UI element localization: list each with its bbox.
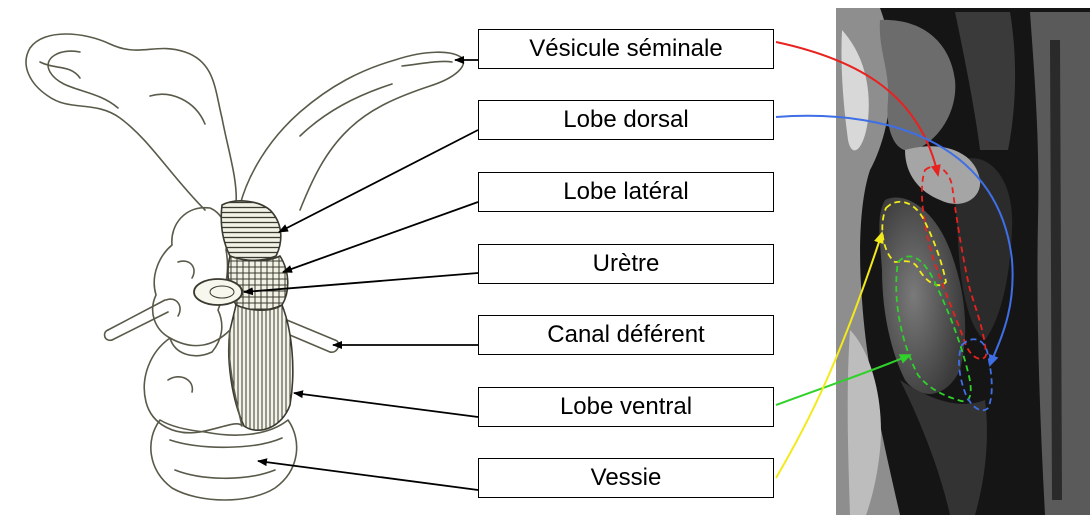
arrow-lobe-ventral: [294, 393, 478, 417]
arrow-lobe-dorsal: [279, 130, 478, 232]
label-lobe-dorsal: Lobe dorsal: [478, 100, 774, 140]
urethra-shape: [194, 279, 242, 305]
left-lower-mass: [144, 330, 242, 433]
arrow-vessie: [258, 461, 478, 490]
mri-image: [836, 8, 1090, 515]
prostate-sketch: [26, 34, 463, 500]
label-uretre: Urètre: [478, 244, 774, 284]
vas-deferens-left: [108, 300, 168, 340]
label-canal-deferent: Canal déférent: [478, 315, 774, 355]
right-seminal-vesicle: [240, 52, 463, 210]
label-lobe-lateral: Lobe latéral: [478, 172, 774, 212]
label-vessie: Vessie: [478, 458, 774, 498]
arrow-lobe-lateral: [283, 202, 478, 272]
bladder-shape: [151, 420, 297, 500]
label-lobe-ventral: Lobe ventral: [478, 387, 774, 427]
label-vesicule-seminale: Vésicule séminale: [478, 29, 774, 69]
dorsal-lobe-shape: [221, 201, 281, 261]
